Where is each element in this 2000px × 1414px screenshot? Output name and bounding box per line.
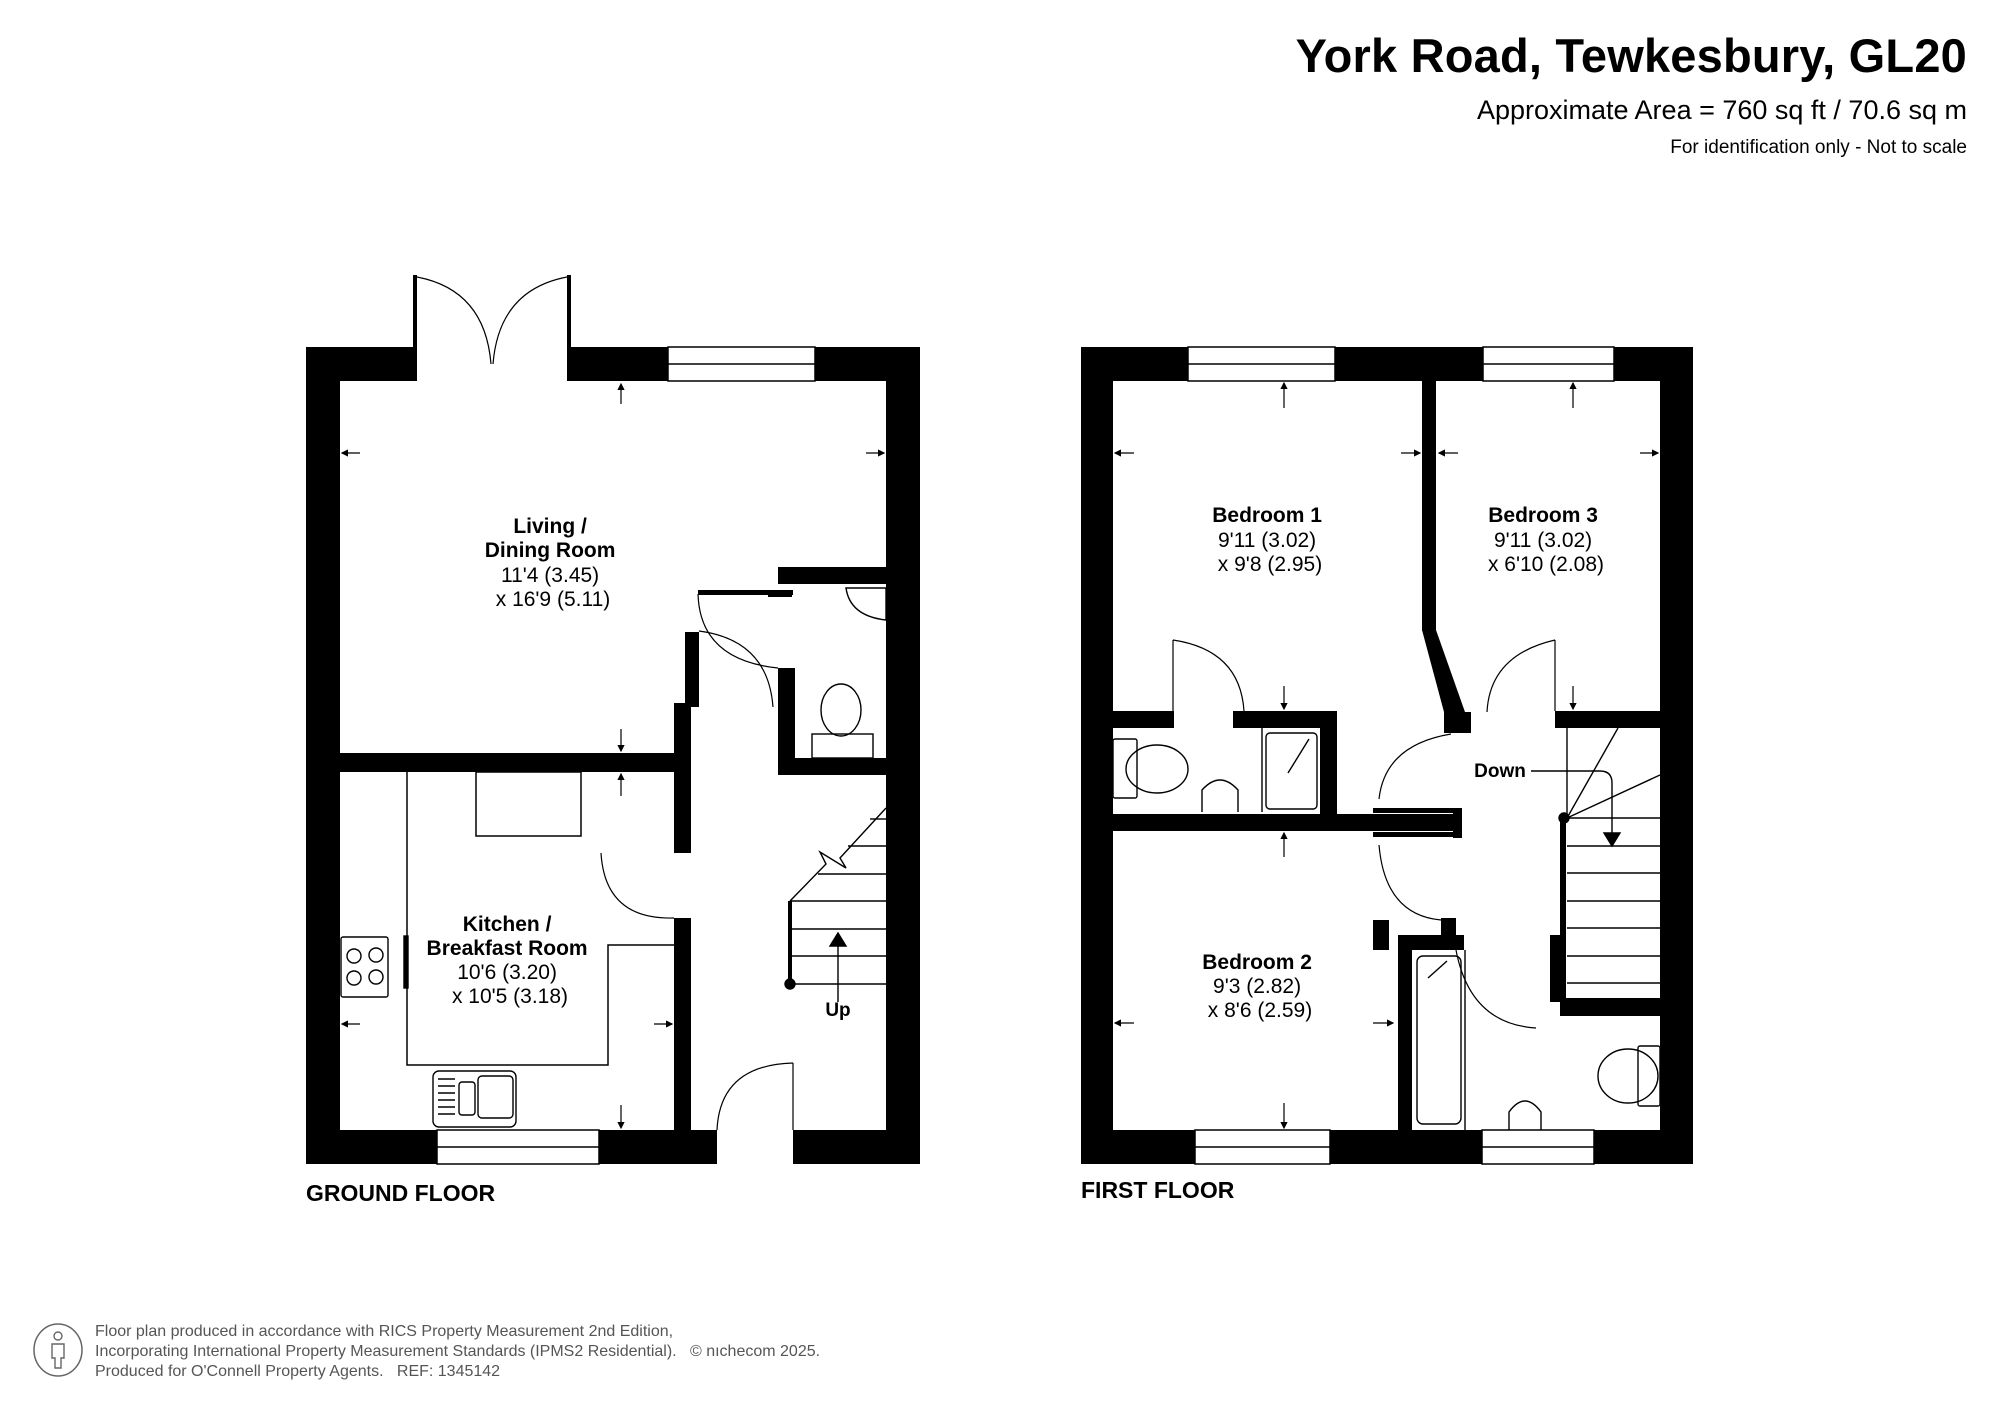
french-doors-icon (416, 276, 568, 365)
ensuite-fixtures (1112, 728, 1318, 812)
ground-stairs (784, 807, 887, 1002)
first-stairs (1531, 727, 1661, 984)
ground-internal-walls (674, 567, 886, 1130)
ground-floor-label: GROUND FLOOR (306, 1180, 496, 1206)
ground-outer-walls (306, 275, 920, 1164)
bedroom-3-label: Bedroom 3 9'11 (3.02) x 6'10 (2.08) (1488, 504, 1604, 576)
first-dimension-arrows (1113, 381, 1660, 1130)
reference: REF: 1345142 (396, 1363, 501, 1380)
copyright: © nıchecom 2025. (689, 1343, 821, 1360)
first-outer-walls (1081, 347, 1693, 1164)
toilet-icon (811, 587, 887, 759)
footer-line-2: Incorporating International Property Mea… (95, 1343, 677, 1360)
ground-doors-icon (600, 593, 794, 1131)
header: York Road, Tewkesbury, GL20 Approximate … (1296, 28, 1967, 160)
first-windows (1187, 346, 1615, 1165)
ground-floor-plan: Living / Dining Room 11'4 (3.45) x 16'9 … (306, 275, 920, 1165)
bedroom-2-label: Bedroom 2 9'3 (2.82) x 8'6 (2.59) (1202, 951, 1318, 1022)
scale-note: For identification only - Not to scale (1670, 137, 1967, 158)
first-doors-icon (1172, 639, 1556, 1029)
first-floor-label: FIRST FLOOR (1081, 1177, 1235, 1203)
sink-icon (432, 1070, 517, 1128)
stairs-down-label: Down (1474, 761, 1526, 782)
ground-dimension-arrows (340, 382, 886, 1130)
property-title: York Road, Tewkesbury, GL20 (1295, 29, 1967, 82)
footer-line-3: Produced for O'Connell Property Agents. (95, 1363, 384, 1380)
kitchen-label: Kitchen / Breakfast Room 10'6 (3.20) x 1… (427, 913, 594, 1008)
ground-windows (436, 346, 816, 1165)
approximate-area: Approximate Area = 760 sq ft / 70.6 sq m (1476, 95, 1967, 125)
first-internal-walls (1113, 381, 1660, 1130)
person-icon (33, 1323, 83, 1377)
living-room-label: Living / Dining Room 11'4 (3.45) x 16'9 … (485, 515, 622, 611)
bedroom-1-label: Bedroom 1 9'11 (3.02) x 9'8 (2.95) (1212, 504, 1328, 576)
footer: Floor plan produced in accordance with R… (32, 1322, 820, 1382)
footer-text: Floor plan produced in accordance with R… (95, 1322, 820, 1382)
footer-line-1: Floor plan produced in accordance with R… (95, 1323, 674, 1340)
stairs-up-label: Up (825, 1000, 850, 1021)
hob-icon (340, 935, 409, 998)
bathroom-fixtures (1416, 950, 1661, 1130)
first-floor-plan: Bedroom 1 9'11 (3.02) x 9'8 (2.95) Bedro… (1081, 346, 1693, 1165)
